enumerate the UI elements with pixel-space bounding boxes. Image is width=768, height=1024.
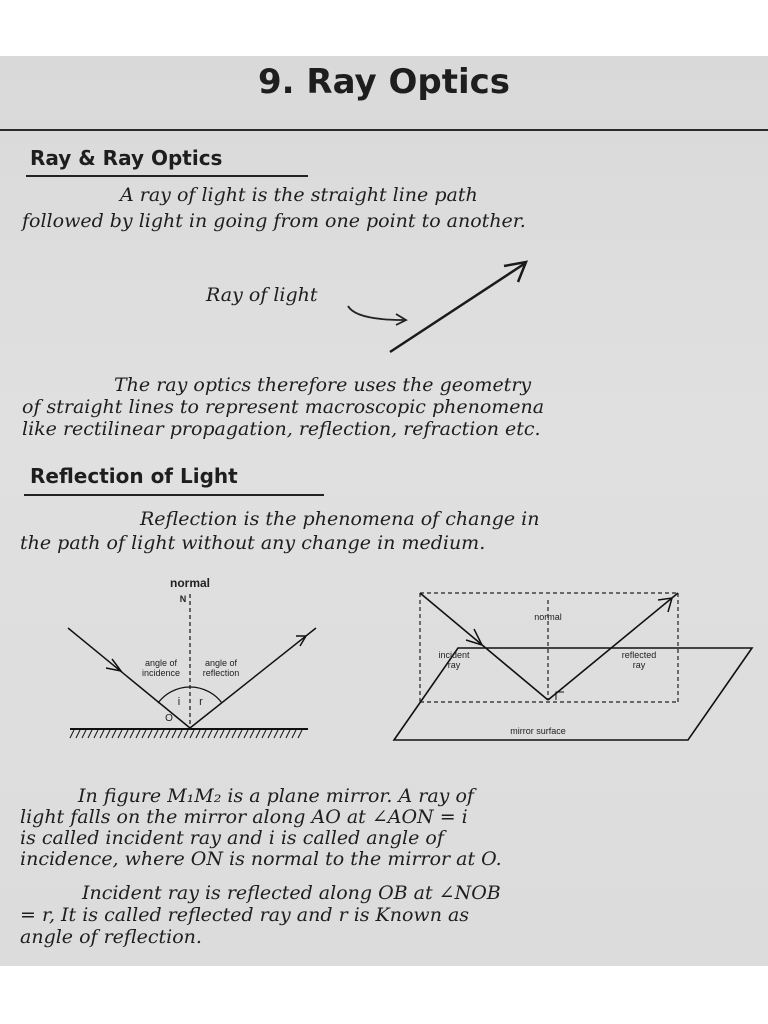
notebook-page [0, 56, 768, 966]
r-label: r [199, 696, 203, 708]
pointer-curve [347, 305, 405, 321]
heading-underline [24, 494, 324, 496]
pointer-arrowhead [395, 313, 408, 326]
reflected-arrowhead [296, 635, 308, 647]
reflected-ray [189, 627, 317, 729]
section-heading-ray-optics: Ray & Ray Optics [30, 146, 223, 170]
paragraph-line: In figure M₁M₂ is a plane mirror. A ray … [78, 785, 474, 807]
section-heading-reflection: Reflection of Light [30, 464, 238, 488]
heading-underline [26, 175, 308, 177]
angle-arc [157, 686, 223, 704]
paragraph-line: Incident ray is reflected along OB at ∠N… [82, 882, 501, 904]
mirror-surface-label: mirror surface [510, 726, 566, 736]
right-angle-marker [555, 691, 564, 700]
ray-arrowhead [503, 260, 528, 283]
ray-line [389, 262, 525, 354]
i-label: i [177, 696, 181, 708]
incident-arrowhead-right [465, 628, 484, 647]
normal-label-right: normal [534, 612, 562, 622]
paragraph-line: like rectilinear propagation, reflection… [22, 418, 541, 440]
paragraph-line: light falls on the mirror along AO at ∠A… [20, 806, 468, 828]
mirror-hatching [69, 729, 303, 739]
normal-label: normal [169, 576, 210, 590]
n-label: N [179, 594, 187, 604]
incident-ray-right [419, 592, 549, 701]
paragraph-line: is called incident ray and i is called a… [20, 827, 444, 849]
reflected-arrowhead-right [657, 597, 674, 613]
paragraph-line: incidence, where ON is normal to the mir… [20, 848, 502, 870]
o-label: O [165, 713, 173, 724]
paragraph-line: A ray of light is the straight line path [120, 184, 478, 206]
incident-ray [67, 627, 191, 729]
title-divider [0, 129, 768, 131]
paragraph-line: = r, It is called reflected ray and r is… [20, 904, 470, 926]
page-title: 9. Ray Optics [257, 62, 511, 102]
paragraph-line: the path of light without any change in … [20, 532, 486, 554]
incident-arrowhead [105, 658, 123, 673]
reflected-ray-right [547, 592, 679, 701]
ray-of-light-label: Ray of light [206, 284, 318, 306]
paragraph-line: followed by light in going from one poin… [22, 210, 526, 232]
mirror-surface [392, 647, 754, 741]
paragraph-line: Reflection is the phenomena of change in [140, 508, 540, 530]
paragraph-line: angle of reflection. [20, 926, 202, 948]
paragraph-line: The ray optics therefore uses the geomet… [114, 374, 532, 396]
paragraph-line: of straight lines to represent macroscop… [22, 396, 545, 418]
